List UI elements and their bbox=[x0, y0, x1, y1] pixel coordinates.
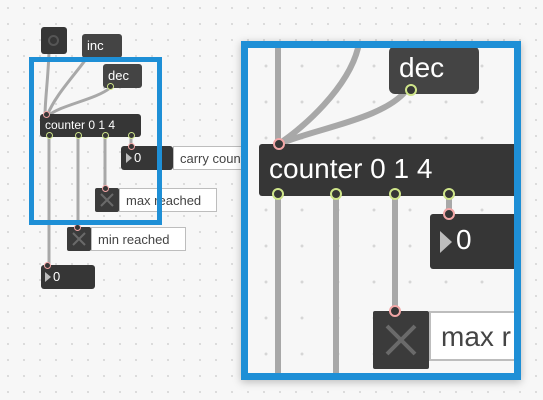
zoom-counter-inlet[interactable] bbox=[273, 138, 285, 150]
zoom-max-comment-text: max r bbox=[441, 321, 511, 352]
dec-label: dec bbox=[108, 68, 129, 83]
min-comment: min reached bbox=[91, 227, 186, 251]
zoom-counter-label: counter 0 1 4 bbox=[269, 153, 433, 184]
max-inlet[interactable] bbox=[102, 185, 109, 192]
zoom-dec-outlet[interactable] bbox=[405, 84, 417, 96]
counter-outlet-3[interactable] bbox=[102, 132, 109, 139]
zoom-inset: dec counter 0 1 4 0 max r bbox=[241, 41, 521, 380]
inc-message[interactable]: inc bbox=[82, 34, 122, 58]
carry-comment: carry count bbox=[173, 146, 245, 170]
zoom-carry-value: 0 bbox=[456, 224, 472, 255]
zoom-patch-cords bbox=[275, 48, 452, 373]
min-comment-text: min reached bbox=[98, 232, 170, 247]
counter-outlet-1[interactable] bbox=[46, 132, 53, 139]
counter-inlet[interactable] bbox=[43, 111, 50, 118]
output-value: 0 bbox=[53, 269, 61, 284]
zoom-counter-outlet-1[interactable] bbox=[272, 188, 284, 200]
zoom-dec-label: dec bbox=[399, 52, 445, 83]
zoom-counter-object[interactable]: counter 0 1 4 bbox=[259, 138, 514, 200]
number-triangle-icon bbox=[126, 153, 132, 163]
zoom-counter-outlet-3[interactable] bbox=[389, 188, 401, 200]
carry-number-box[interactable]: 0 bbox=[121, 143, 173, 170]
cross-icon bbox=[385, 324, 417, 356]
counter-object[interactable]: counter 0 1 4 bbox=[40, 111, 141, 139]
min-button[interactable] bbox=[67, 224, 91, 251]
cross-icon bbox=[72, 232, 86, 246]
zoom-counter-outlet-2[interactable] bbox=[330, 188, 342, 200]
counter-outlet-4[interactable] bbox=[128, 132, 135, 139]
carry-inlet[interactable] bbox=[128, 143, 135, 150]
inc-label: inc bbox=[87, 38, 104, 53]
zoom-counter-outlet-4[interactable] bbox=[443, 188, 455, 200]
max-comment: max reached bbox=[119, 188, 217, 212]
number-triangle-icon bbox=[45, 272, 51, 282]
output-number-box[interactable]: 0 bbox=[41, 262, 95, 289]
counter-outlet-2[interactable] bbox=[75, 132, 82, 139]
cross-icon bbox=[100, 193, 114, 207]
carry-comment-text: carry count bbox=[180, 151, 245, 166]
output-inlet[interactable] bbox=[44, 262, 51, 269]
zoom-max-button[interactable] bbox=[373, 305, 429, 369]
zoom-max-comment: max r bbox=[429, 311, 514, 361]
zoom-dec-message[interactable]: dec bbox=[389, 48, 479, 96]
max-comment-text: max reached bbox=[126, 193, 202, 208]
counter-label: counter 0 1 4 bbox=[45, 118, 116, 132]
number-triangle-icon bbox=[440, 231, 452, 253]
dec-message[interactable]: dec bbox=[103, 64, 142, 90]
toggle-ring-icon bbox=[48, 35, 59, 46]
zoom-carry-number-box[interactable]: 0 bbox=[430, 208, 514, 269]
zoom-max-inlet[interactable] bbox=[389, 305, 401, 317]
dec-outlet[interactable] bbox=[107, 83, 114, 90]
carry-value: 0 bbox=[134, 150, 142, 165]
zoom-carry-inlet[interactable] bbox=[443, 208, 455, 220]
toggle-object[interactable] bbox=[41, 27, 67, 54]
max-button[interactable] bbox=[95, 185, 119, 212]
